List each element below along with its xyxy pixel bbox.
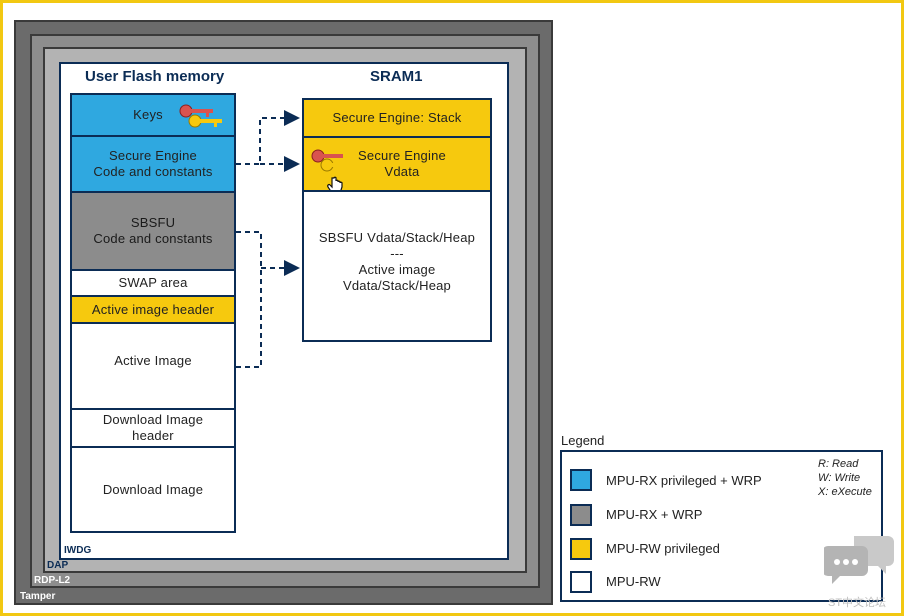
legend-swatch-gray bbox=[570, 504, 592, 526]
sbsfu-code-block: SBSFU Code and constants bbox=[70, 191, 236, 271]
sbsfu-data-block: SBSFU Vdata/Stack/Heap --- Active image … bbox=[302, 190, 492, 342]
legend-note-read: R: Read bbox=[818, 458, 859, 470]
dap-label: DAP bbox=[47, 560, 69, 571]
download-image-block: Download Image bbox=[70, 446, 236, 533]
legend-swatch-yellow bbox=[570, 538, 592, 560]
legend-label-blue: MPU-RX privileged + WRP bbox=[606, 473, 762, 488]
legend-title: Legend bbox=[561, 433, 605, 448]
legend-note-execute: X: eXecute bbox=[818, 486, 872, 498]
swap-label: SWAP area bbox=[118, 275, 188, 290]
se-code-label: Secure Engine Code and constants bbox=[93, 148, 213, 179]
legend-label-yellow: MPU-RW privileged bbox=[606, 541, 720, 556]
legend-label-gray: MPU-RX + WRP bbox=[606, 507, 703, 522]
keys-block: Keys bbox=[70, 93, 236, 137]
se-to-sram-arrows bbox=[236, 110, 300, 172]
active-image-label: Active Image bbox=[114, 353, 192, 368]
sbsfu-code-label: SBSFU Code and constants bbox=[93, 215, 213, 246]
rdp-label: RDP-L2 bbox=[34, 575, 71, 586]
active-header-block: Active image header bbox=[70, 295, 236, 324]
legend-box: MPU-RX privileged + WRP MPU-RX + WRP MPU… bbox=[560, 450, 883, 602]
watermark-text: ST中文论坛 bbox=[828, 597, 887, 609]
legend-swatch-white bbox=[570, 571, 592, 593]
se-vdata-label: Secure Engine Vdata bbox=[358, 148, 446, 179]
keys-icon bbox=[178, 103, 224, 135]
tamper-label: Tamper bbox=[20, 591, 56, 602]
se-vdata-block: Secure Engine Vdata bbox=[302, 136, 492, 194]
download-image-label: Download Image bbox=[102, 481, 204, 497]
chat-bubble-icon bbox=[822, 532, 896, 595]
keys-label: Keys bbox=[133, 107, 163, 122]
hand-cursor-icon bbox=[326, 176, 344, 200]
se-stack-label: Secure Engine: Stack bbox=[332, 110, 462, 125]
iwdg-label: IWDG bbox=[64, 545, 92, 556]
legend-note-write: W: Write bbox=[818, 472, 861, 484]
legend-label-white: MPU-RW bbox=[606, 574, 661, 589]
sbsfu-data-label: SBSFU Vdata/Stack/Heap --- Active image … bbox=[318, 230, 476, 293]
legend-swatch-blue bbox=[570, 469, 592, 491]
active-header-label: Active image header bbox=[91, 301, 215, 317]
download-header-block: Download Image header bbox=[70, 408, 236, 448]
flash-title: User Flash memory bbox=[85, 68, 225, 85]
swap-block: SWAP area bbox=[70, 269, 236, 297]
sbsfu-to-sram-arrows bbox=[236, 231, 300, 368]
vdata-keys-icon bbox=[310, 148, 356, 192]
download-header-label: Download Image header bbox=[102, 412, 204, 443]
sram-title: SRAM1 bbox=[370, 68, 423, 85]
